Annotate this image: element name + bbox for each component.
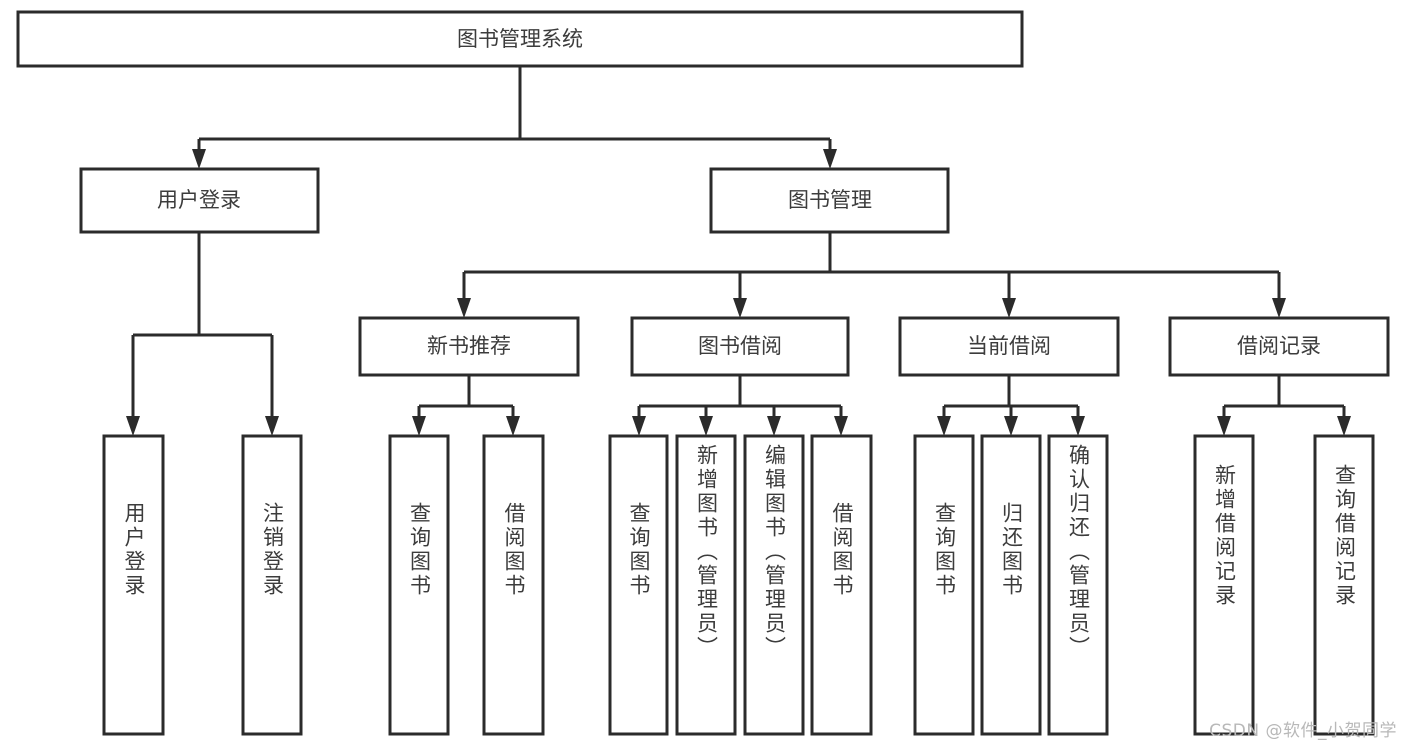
leaf-box-edit-book[interactable] [743,434,805,736]
arrow-to-current [1002,298,1016,318]
arrow-leaf-return-book [1004,416,1018,436]
node-book-borrow-box[interactable] [630,316,850,377]
node-book-borrow-label: 图书借阅 [698,334,782,358]
arrow-leaf-add-record [1217,416,1231,436]
node-book-management-label: 图书管理 [788,188,872,212]
node-borrow-records-label: 借阅记录 [1237,334,1321,358]
node-current-borrow[interactable]: 当前借阅 [898,316,1120,377]
edges-bookmgmt-to-level3 [457,232,1286,318]
arrow-to-records [1272,298,1286,318]
node-book-management-box[interactable] [709,167,950,234]
node-user-login[interactable]: 用户登录 [79,167,320,234]
leaf-box-return-book[interactable] [980,434,1042,736]
edges-userlogin-to-leaves [126,232,279,436]
arrow-to-user-login [192,149,206,169]
node-new-book-recommend-label: 新书推荐 [427,334,511,358]
csdn-watermark: CSDN @软件_小贺同学 [1209,721,1397,741]
arrow-leaf-add-book [699,416,713,436]
leaf-box-query-book-3[interactable] [913,434,975,736]
arrow-to-book-mgmt [823,149,837,169]
arrow-leaf-query-book-2 [632,416,646,436]
edges-root-to-level2 [192,66,837,169]
arrow-to-borrow [733,298,747,318]
node-current-borrow-label: 当前借阅 [967,334,1051,358]
node-book-borrow[interactable]: 图书借阅 [630,316,850,377]
edges-borrow-to-leaves [632,375,848,436]
node-user-login-label: 用户登录 [157,188,241,212]
edges-newbook-to-leaves [412,375,520,436]
arrow-leaf-borrow-book-1 [506,416,520,436]
arrow-leaf-borrow-book-2 [834,416,848,436]
leaf-box-user-login[interactable] [102,434,165,736]
node-root-label: 图书管理系统 [457,27,583,51]
node-user-login-box[interactable] [79,167,320,234]
arrow-leaf-query-book-3 [937,416,951,436]
leaf-box-add-book[interactable] [675,434,737,736]
node-new-book-recommend[interactable]: 新书推荐 [358,316,580,377]
edges-current-to-leaves [937,375,1085,436]
node-root-box[interactable] [16,10,1024,68]
leaf-box-query-record[interactable] [1313,434,1375,736]
arrow-leaf-logout [265,416,279,436]
arrow-leaf-query-book-1 [412,416,426,436]
node-borrow-records[interactable]: 借阅记录 [1168,316,1390,377]
leaf-box-logout[interactable] [241,434,303,736]
arrow-to-newbook [457,298,471,318]
arrow-leaf-edit-book [767,416,781,436]
leaf-box-borrow-book-1[interactable] [482,434,545,736]
node-root[interactable]: 图书管理系统 [16,10,1024,68]
leaf-box-borrow-book-2[interactable] [810,434,873,736]
leaf-box-query-book-1[interactable] [388,434,450,736]
edges-records-to-leaves [1217,375,1351,436]
node-borrow-records-box[interactable] [1168,316,1390,377]
arrow-leaf-query-record [1337,416,1351,436]
node-current-borrow-box[interactable] [898,316,1120,377]
leaf-box-query-book-2[interactable] [608,434,669,736]
node-new-book-recommend-box[interactable] [358,316,580,377]
arrow-leaf-user-login [126,416,140,436]
node-book-management[interactable]: 图书管理 [709,167,950,234]
leaf-box-confirm-return[interactable] [1047,434,1109,736]
leaf-boxes [102,434,1375,736]
leaf-box-add-record[interactable] [1193,434,1255,736]
arrow-leaf-confirm-return [1071,416,1085,436]
